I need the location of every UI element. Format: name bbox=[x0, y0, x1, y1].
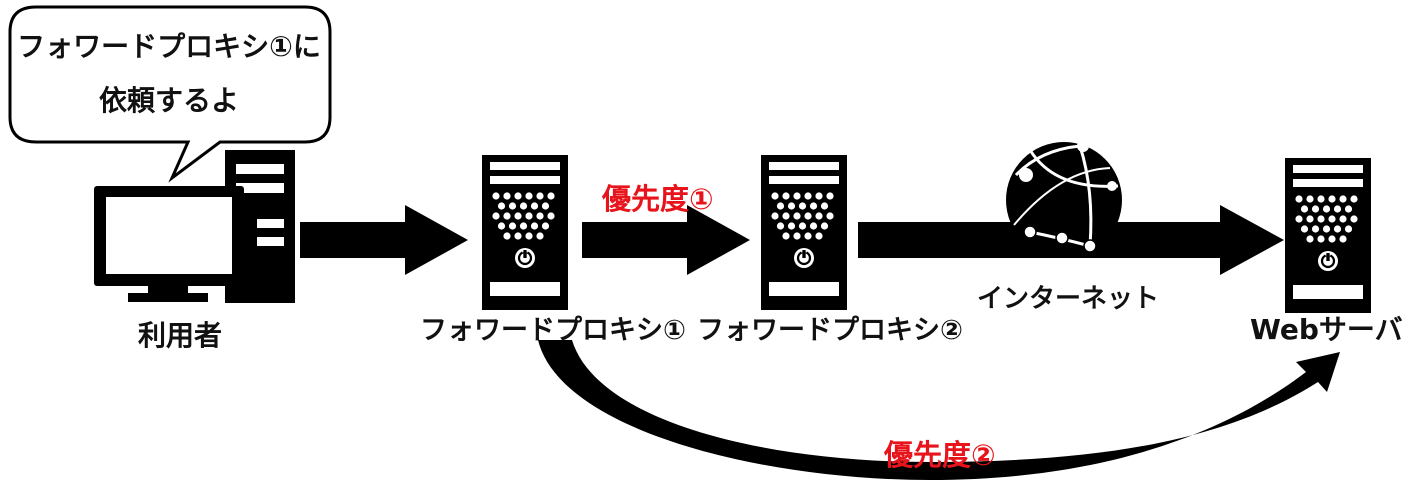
globe-network-icon bbox=[1006, 140, 1122, 258]
server-icon-proxy2 bbox=[759, 153, 849, 312]
arrow-proxy1-to-webserver-curve bbox=[538, 340, 1340, 480]
internet-label: インターネット bbox=[977, 284, 1160, 314]
server-icon-proxy1 bbox=[480, 153, 570, 312]
webserver-label: Webサーバ bbox=[1250, 313, 1403, 346]
desktop-computer-icon bbox=[94, 150, 295, 303]
arrow-user-to-proxy1 bbox=[300, 205, 468, 275]
proxy2-label: フォワードプロキシ② bbox=[697, 315, 963, 346]
speech-bubble-shape bbox=[8, 5, 332, 183]
priority-1-label: 優先度① bbox=[602, 182, 714, 216]
arrow-proxy1-to-proxy2 bbox=[582, 205, 750, 275]
priority-2-label: 優先度② bbox=[884, 438, 996, 472]
speech-line-2: 依頼するよ bbox=[98, 84, 239, 117]
server-icon-webserver bbox=[1283, 156, 1373, 315]
speech-bubble: フォワードプロキシ①に 依頼するよ bbox=[8, 6, 330, 141]
proxy1-label: フォワードプロキシ① bbox=[420, 315, 686, 346]
user-label: 利用者 bbox=[138, 319, 223, 352]
speech-line-1: フォワードプロキシ①に bbox=[17, 30, 321, 63]
